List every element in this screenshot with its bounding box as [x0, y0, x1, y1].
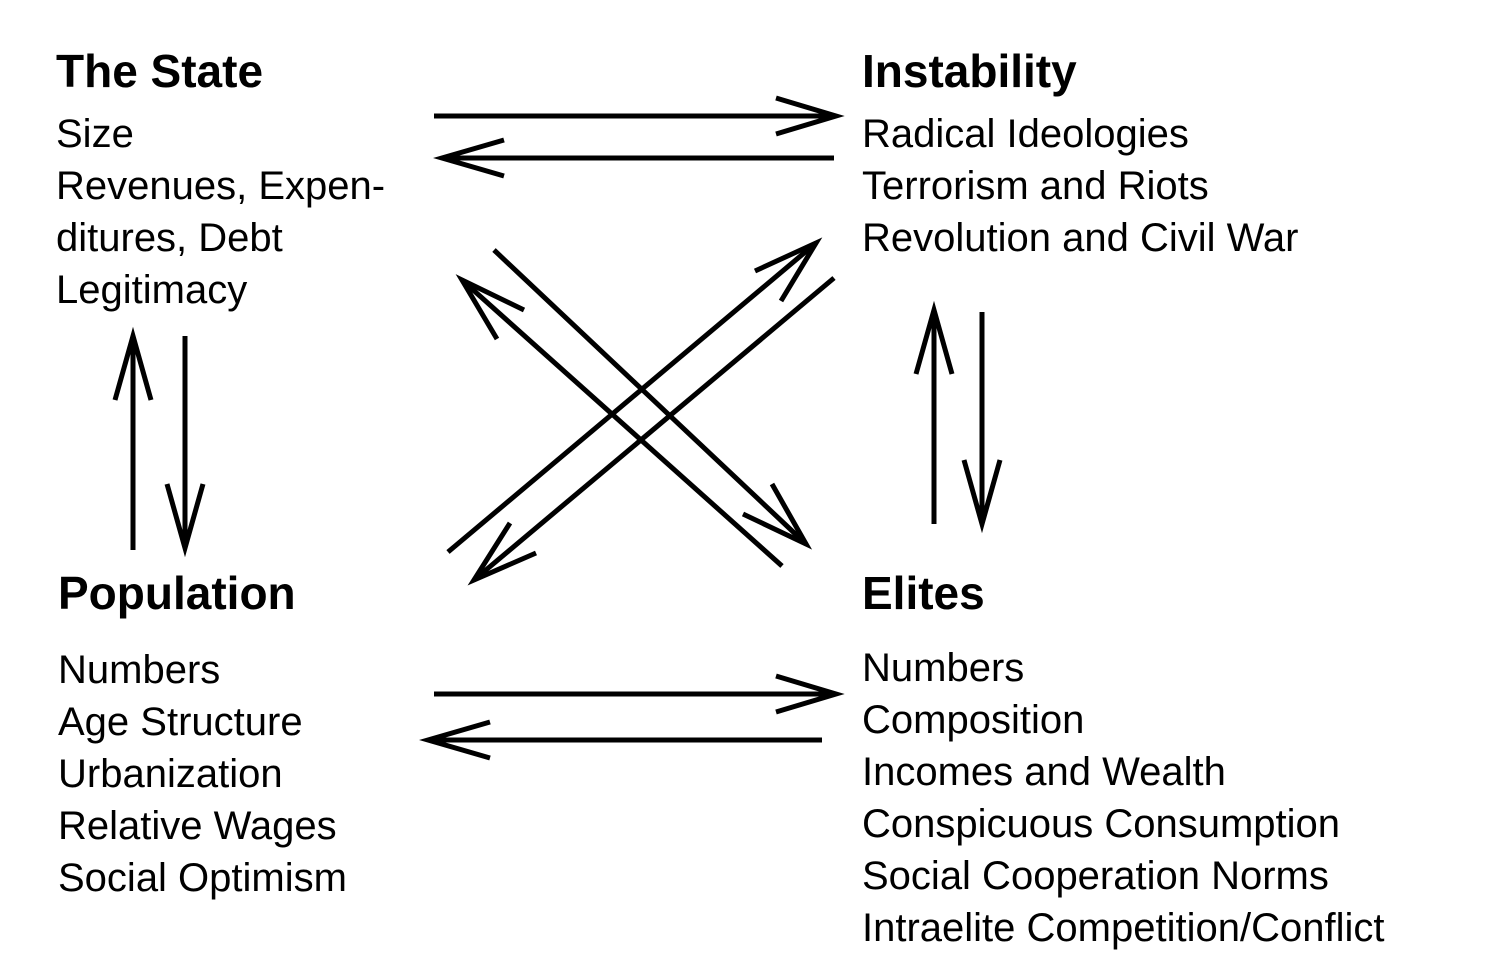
- state-item-legitimacy: Legitimacy: [56, 268, 248, 312]
- population-title: Population: [58, 567, 296, 619]
- elites-item-composition: Composition: [862, 698, 1085, 742]
- population-item-numbers: Numbers: [58, 648, 221, 692]
- instability-item-terrorism-riots: Terrorism and Riots: [862, 164, 1209, 208]
- arrow-population-to-instability: [446, 237, 823, 554]
- arrow-elites-to-population: [419, 719, 822, 761]
- arrow-elites-to-instability: [913, 300, 955, 524]
- instability-item-revolution-civil-war: Revolution and Civil War: [862, 216, 1299, 260]
- arrow-state-to-population: [164, 336, 206, 558]
- population-item-social-optimism: Social Optimism: [58, 856, 347, 900]
- arrow-instability-to-population: [467, 276, 836, 586]
- elites-item-intraelite-competition: Intraelite Competition/Conflict: [862, 906, 1385, 950]
- state-item-size: Size: [56, 112, 134, 156]
- elites-block: Elites Numbers Composition Incomes and W…: [862, 568, 1384, 954]
- population-item-relative-wages: Relative Wages: [58, 804, 337, 848]
- population-item-urbanization: Urbanization: [58, 752, 283, 796]
- elites-item-incomes-wealth: Incomes and Wealth: [862, 750, 1226, 794]
- arrow-population-to-state: [112, 326, 154, 550]
- arrow-population-to-elites: [434, 673, 845, 715]
- elites-title: Elites: [862, 567, 985, 619]
- state-item-expenditures-debt: ditures, Debt: [56, 216, 283, 260]
- state-block: The State Size Revenues, Expen- ditures,…: [56, 46, 385, 316]
- elites-item-numbers: Numbers: [862, 646, 1025, 690]
- arrow-elites-to-state: [455, 274, 784, 568]
- instability-block: Instability Radical Ideologies Terrorism…: [862, 46, 1298, 264]
- elites-item-social-cooperation-norms: Social Cooperation Norms: [862, 854, 1329, 898]
- state-items: Size Revenues, Expen- ditures, Debt Legi…: [56, 108, 385, 316]
- instability-item-radical-ideologies: Radical Ideologies: [862, 112, 1189, 156]
- arrow-state-to-elites: [492, 248, 813, 550]
- state-title: The State: [56, 45, 264, 97]
- population-items: Numbers Age Structure Urbanization Relat…: [58, 644, 347, 904]
- arrow-state-to-instability: [434, 95, 845, 137]
- population-item-age-structure: Age Structure: [58, 700, 303, 744]
- elites-item-conspicuous-consumption: Conspicuous Consumption: [862, 802, 1341, 846]
- instability-items: Radical Ideologies Terrorism and Riots R…: [862, 108, 1298, 264]
- instability-title: Instability: [862, 45, 1077, 97]
- elites-items: Numbers Composition Incomes and Wealth C…: [862, 642, 1384, 954]
- arrow-instability-to-state: [433, 137, 834, 179]
- state-item-revenues: Revenues, Expen-: [56, 164, 386, 208]
- arrow-instability-to-elites: [961, 312, 1003, 534]
- population-block: Population Numbers Age Structure Urbaniz…: [58, 568, 347, 904]
